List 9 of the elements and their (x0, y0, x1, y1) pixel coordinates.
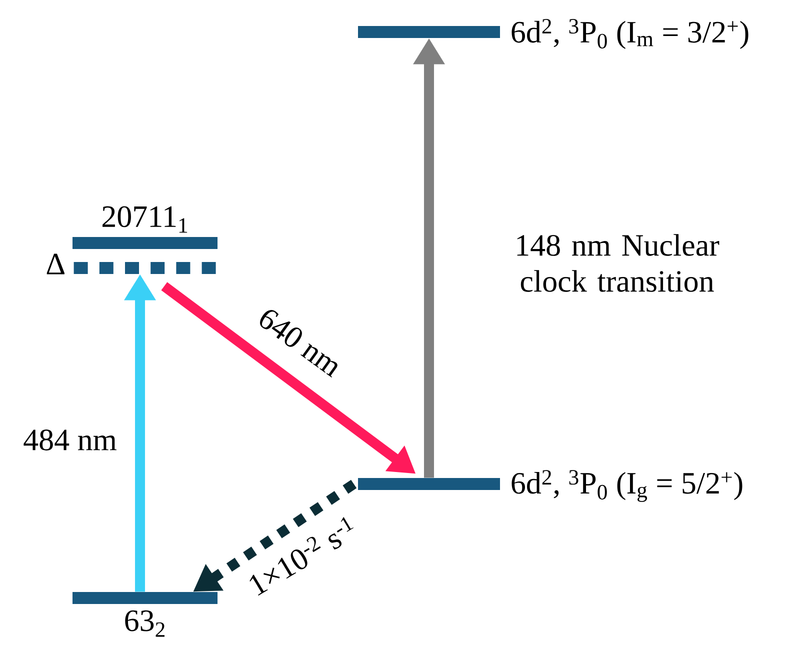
edge-label: 148 nm Nuclear clock transition (517, 234, 720, 292)
edge-label: 640 nm (260, 310, 338, 378)
level-label: 6d$^{2}$, $^{3}$P$_{0}$ (I$_{g}$ = 5/2$^{+}$) (512, 470, 742, 502)
edge-label: 1×10$^{-2}$ s$^{-1}$ (250, 517, 354, 596)
level-label: 20711$_{1}$ (102, 206, 188, 233)
level-label: 6d$^{2}$, $^{3}$P$_{0}$ (I$_{m}$ = 3/2$^{+}$) (512, 19, 748, 49)
level-label: Δ (46, 254, 64, 274)
edge-label: 484 nm (24, 430, 116, 450)
level-label: 63$_{2}$ (125, 610, 164, 637)
